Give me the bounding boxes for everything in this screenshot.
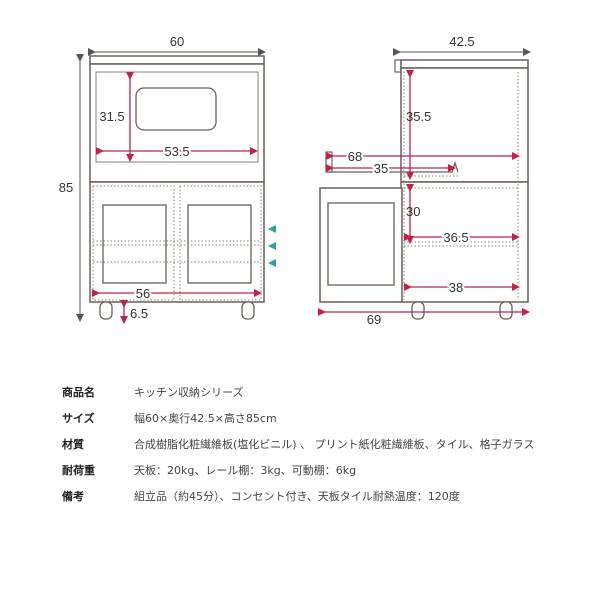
spec-value: キッチン収納シリーズ — [134, 386, 244, 399]
spec-row-notes: 備考 組立品（約45分）、コンセント付き、天板タイル耐熱温度：120度 — [62, 484, 562, 510]
front-window-width-label: 53.5 — [164, 144, 189, 159]
spec-row-material: 材質 合成樹脂化粧繊維板(塩化ビニル) 、 プリント紙化粧繊維板、タイル、格子ガ… — [62, 432, 562, 458]
spec-value: 天板：20kg、レール棚：3kg、可動棚：6kg — [134, 464, 357, 477]
front-top-board — [89, 55, 265, 65]
front-caster-right — [241, 301, 255, 320]
spec-label: 材質 — [62, 438, 84, 451]
side-caster-left — [411, 301, 425, 320]
side-shelf-depth-label: 36.5 — [443, 230, 468, 245]
side-view: 42.5 35.5 68 35 30 36.5 38 — [318, 34, 531, 327]
spec-value: 組立品（約45分）、コンセント付き、天板タイル耐熱温度：120度 — [134, 490, 460, 503]
side-rail-depth-label: 35 — [374, 161, 388, 176]
shelf-position-arrow-1 — [268, 225, 276, 233]
front-height-label: 85 — [59, 180, 73, 195]
front-window-height-label: 31.5 — [99, 109, 124, 124]
front-right-glass — [187, 204, 252, 284]
side-drawer-unit — [319, 187, 403, 303]
side-drawer-glass — [327, 202, 395, 286]
front-caster-left — [99, 301, 113, 320]
shelf-position-arrow-2 — [268, 242, 276, 250]
front-width-label: 60 — [170, 34, 184, 49]
spec-value: 幅60×奥行42.5×高さ85cm — [134, 412, 277, 425]
side-bottom-depth-label: 38 — [449, 280, 463, 295]
side-top-board — [400, 59, 529, 69]
side-upper-height-label: 35.5 — [406, 109, 431, 124]
side-caster-right — [499, 301, 513, 320]
front-upper-inner — [95, 71, 259, 163]
spec-row-size: サイズ 幅60×奥行42.5×高さ85cm — [62, 406, 562, 432]
dimension-diagram: 60 85 31.5 53.5 56 6.5 — [59, 34, 531, 327]
side-rail-shelf-handle — [325, 151, 333, 173]
spec-label: 商品名 — [62, 386, 95, 399]
front-caster-height-label: 6.5 — [130, 306, 148, 321]
spec-value: 合成樹脂化粧繊維板(塩化ビニル) 、 プリント紙化粧繊維板、タイル、格子ガラス — [134, 438, 535, 451]
side-total-extended-label: 69 — [367, 312, 381, 327]
side-upper-section — [400, 67, 529, 183]
front-view: 60 85 31.5 53.5 56 6.5 — [59, 34, 276, 324]
front-upper-window — [135, 87, 217, 131]
side-depth-label: 42.5 — [449, 34, 474, 49]
spec-label: 備考 — [62, 490, 84, 503]
shelf-position-arrow-3 — [268, 259, 276, 267]
spec-row-load: 耐荷重 天板：20kg、レール棚：3kg、可動棚：6kg — [62, 458, 562, 484]
spec-label: サイズ — [62, 412, 95, 425]
spec-row-name: 商品名 キッチン収納シリーズ — [62, 380, 562, 406]
side-rail-extended-label: 68 — [348, 149, 362, 164]
front-left-glass — [102, 204, 167, 284]
front-left-door — [92, 185, 175, 301]
front-inner-width-label: 56 — [136, 286, 150, 301]
side-back-tab — [394, 59, 402, 73]
front-right-door — [179, 185, 262, 301]
side-shelf-height-label: 30 — [406, 204, 420, 219]
front-lower-section — [89, 181, 265, 303]
spec-label: 耐荷重 — [62, 464, 95, 477]
spec-table: 商品名 キッチン収納シリーズ サイズ 幅60×奥行42.5×高さ85cm 材質 … — [62, 380, 562, 510]
